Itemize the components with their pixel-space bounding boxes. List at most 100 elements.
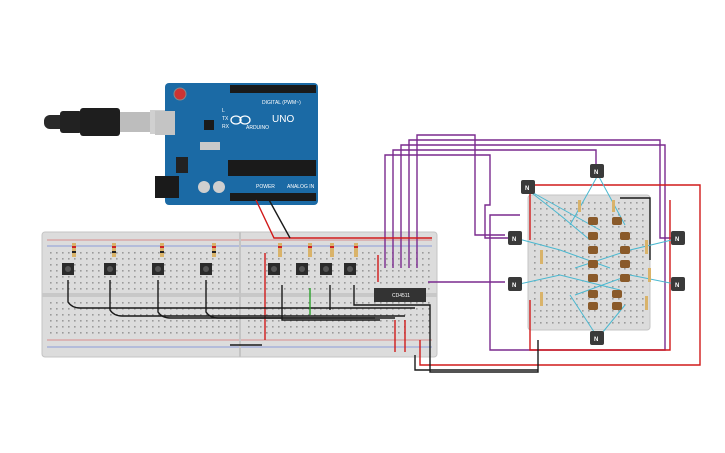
- wire-purple[interactable]: [384, 154, 510, 268]
- breadboard-hole: [182, 314, 184, 316]
- wire-red[interactable]: [529, 200, 671, 351]
- leds[interactable]: [588, 217, 630, 310]
- breadboard-hole: [564, 280, 566, 282]
- breadboard-hole: [140, 252, 142, 254]
- breadboard-hole: [594, 214, 596, 216]
- wire-black[interactable]: [205, 280, 375, 319]
- transistor[interactable]: N: [590, 331, 604, 345]
- breadboard-hole: [308, 302, 310, 304]
- usb-cable[interactable]: [44, 108, 170, 136]
- wire-black[interactable]: [157, 280, 395, 319]
- breadboard-hole: [110, 276, 112, 278]
- breadboard-hole: [618, 274, 620, 276]
- breadboard-hole: [302, 332, 304, 334]
- wire-red[interactable]: [255, 199, 432, 239]
- breadboard-hole: [62, 308, 64, 310]
- resistor[interactable]: [354, 243, 358, 257]
- breadboard-hole: [594, 268, 596, 270]
- breadboard-main[interactable]: [41, 231, 438, 358]
- breadboard-hole: [290, 302, 292, 304]
- breadboard-hole: [212, 326, 214, 328]
- resistor[interactable]: [72, 243, 76, 257]
- resistor[interactable]: [330, 243, 334, 257]
- breadboard-hole: [428, 302, 430, 304]
- breadboard-hole: [86, 320, 88, 322]
- wire-black[interactable]: [267, 197, 291, 239]
- breadboard-hole: [570, 280, 572, 282]
- wire-black[interactable]: [620, 197, 651, 260]
- breadboard-hole: [552, 286, 554, 288]
- breadboard-hole: [50, 308, 52, 310]
- breadboard-hole: [188, 276, 190, 278]
- transistor[interactable]: N: [508, 277, 522, 291]
- wire-purple[interactable]: [416, 134, 505, 268]
- wire-black[interactable]: [414, 355, 538, 371]
- pushbutton[interactable]: [62, 263, 74, 275]
- breadboard-hole: [182, 302, 184, 304]
- pushbutton[interactable]: [200, 263, 212, 275]
- breadboard-hole: [128, 264, 130, 266]
- resistors-small[interactable]: [540, 200, 651, 310]
- breadboard-hole: [266, 320, 268, 322]
- breadboard-hole: [230, 320, 232, 322]
- breadboard-hole: [410, 252, 412, 254]
- wire-purple[interactable]: [392, 149, 597, 268]
- wire-purple[interactable]: [408, 139, 672, 268]
- breadboard-hole: [290, 314, 292, 316]
- breadboard-hole: [218, 258, 220, 260]
- pushbutton[interactable]: [296, 263, 308, 275]
- breadboard-hole: [368, 282, 370, 284]
- transistor[interactable]: N: [508, 231, 522, 245]
- breadboard-hole: [62, 258, 64, 260]
- resistor[interactable]: [212, 243, 216, 257]
- resistor[interactable]: [278, 243, 282, 257]
- breadboard-hole: [630, 304, 632, 306]
- resistor[interactable]: [160, 243, 164, 257]
- arduino-board[interactable]: ARDUINO UNO DIGITAL (PWM~) POWER ANALOG …: [155, 83, 318, 205]
- wire-black[interactable]: [281, 285, 380, 321]
- breadboard-hole: [338, 270, 340, 272]
- breadboard-hole: [176, 282, 178, 284]
- resistors-breadboard[interactable]: [72, 243, 358, 257]
- wire-black[interactable]: [353, 285, 539, 373]
- ic-cd4511[interactable]: CD4511: [374, 288, 426, 302]
- wires[interactable]: [67, 134, 701, 373]
- transistor[interactable]: N: [521, 180, 535, 194]
- breadboard-hole: [326, 258, 328, 260]
- pushbutton[interactable]: [104, 263, 116, 275]
- breadboard-hole: [182, 276, 184, 278]
- wire-black[interactable]: [67, 280, 415, 309]
- breadboard-hole: [182, 264, 184, 266]
- pushbutton[interactable]: [320, 263, 332, 275]
- pushbutton[interactable]: [152, 263, 164, 275]
- breadboard-hole: [116, 326, 118, 328]
- breadboard-hole: [140, 276, 142, 278]
- breadboard-hole: [290, 320, 292, 322]
- transistor[interactable]: N: [671, 231, 685, 245]
- breadboard-hole: [570, 214, 572, 216]
- breadboard-hole: [606, 220, 608, 222]
- transistor[interactable]: N: [671, 277, 685, 291]
- breadboard-hole: [624, 304, 626, 306]
- pushbutton[interactable]: [268, 263, 280, 275]
- breadboard-hole: [368, 302, 370, 304]
- transistors[interactable]: N N N N N N N: [508, 164, 685, 345]
- breadboard-hole: [176, 276, 178, 278]
- transistor[interactable]: N: [590, 164, 604, 178]
- breadboard-hole: [218, 276, 220, 278]
- breadboard-hole: [236, 332, 238, 334]
- breadboard-hole: [314, 264, 316, 266]
- breadboard-hole: [546, 202, 548, 204]
- wire-black[interactable]: [109, 280, 405, 317]
- resistor[interactable]: [308, 243, 312, 257]
- pushbuttons[interactable]: [62, 263, 356, 275]
- pushbutton[interactable]: [344, 263, 356, 275]
- resistor[interactable]: [112, 243, 116, 257]
- breadboard-hole: [630, 214, 632, 216]
- breadboard-hole: [546, 238, 548, 240]
- breadboard-hole: [642, 304, 644, 306]
- wire-red[interactable]: [419, 184, 701, 366]
- breadboard-hole: [636, 244, 638, 246]
- breadboard-hole: [416, 302, 418, 304]
